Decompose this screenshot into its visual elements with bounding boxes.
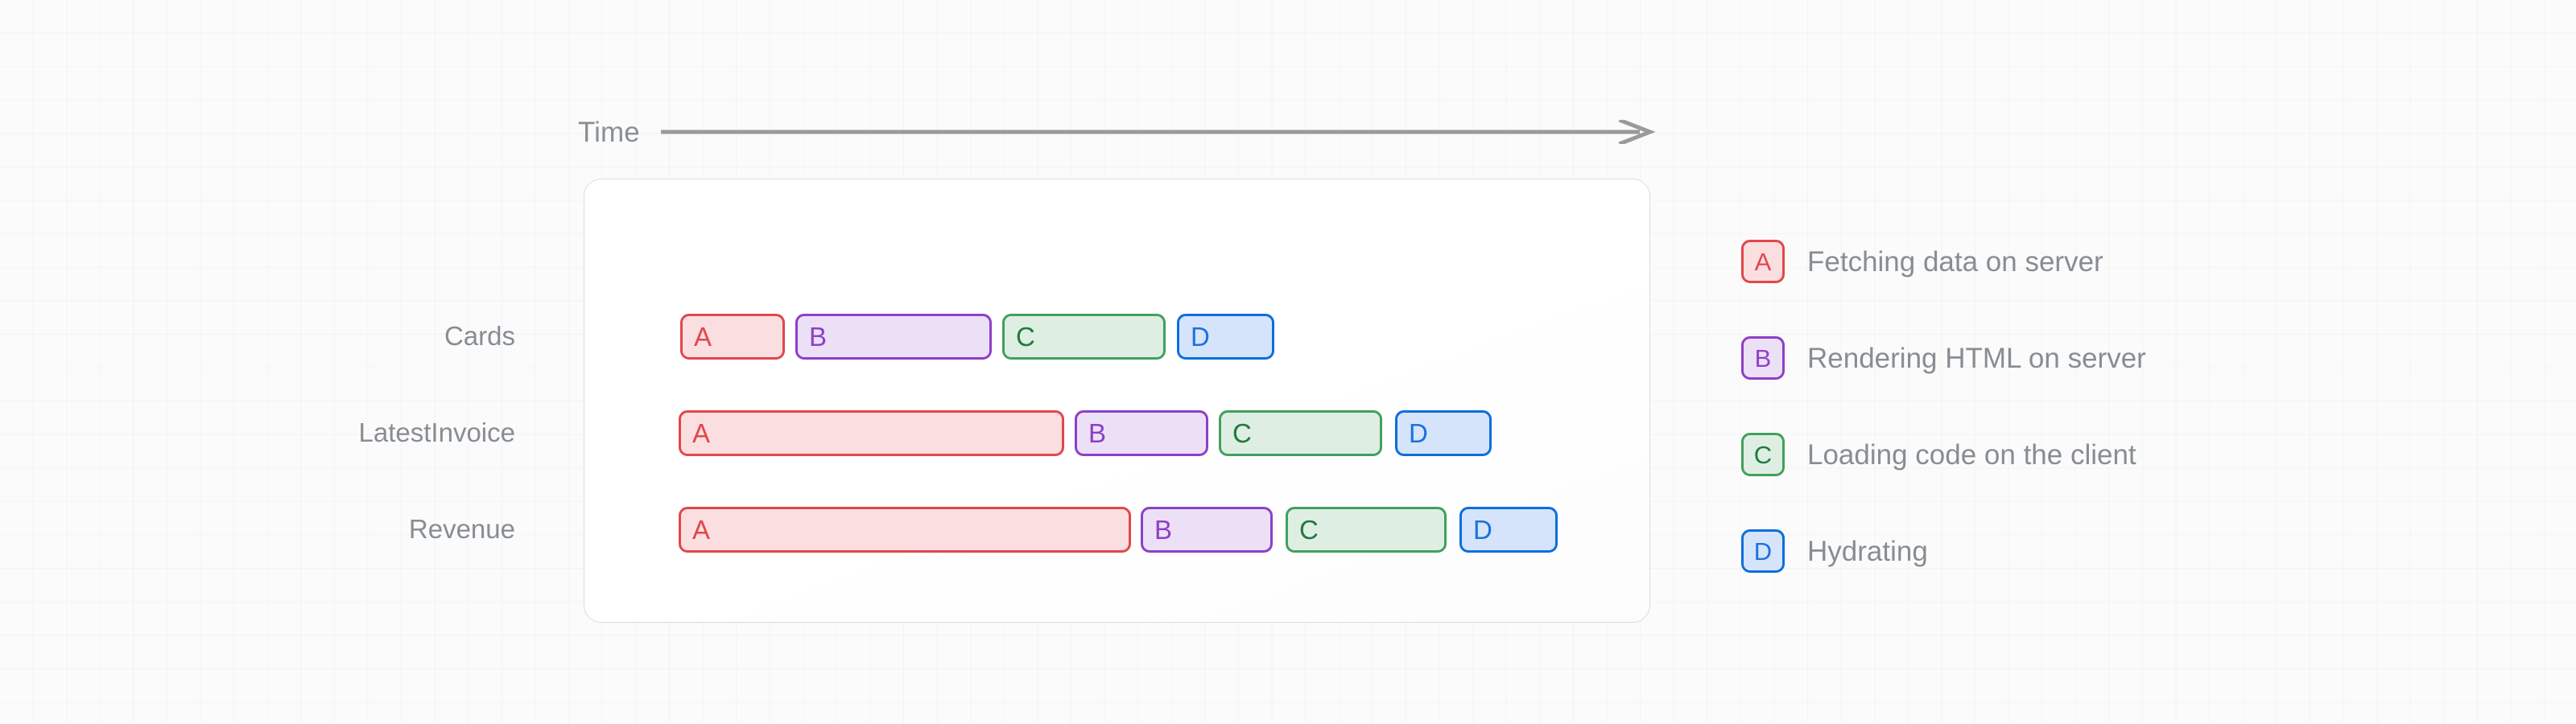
- legend-chip-d-icon: D: [1741, 529, 1785, 573]
- bar-segment-b[interactable]: B: [795, 314, 992, 360]
- timeline-row: Cards A B C D: [0, 304, 2576, 401]
- bar-segment-letter: D: [1191, 322, 1210, 352]
- legend-item-c[interactable]: C Loading code on the client: [1741, 406, 2146, 503]
- bar-segment-a[interactable]: A: [680, 314, 785, 360]
- bar-segment-c[interactable]: C: [1219, 410, 1382, 456]
- arrow-right-icon: [660, 120, 1656, 144]
- legend-chip-a-icon: A: [1741, 240, 1785, 283]
- bar-segment-letter: C: [1016, 322, 1035, 352]
- bar-segment-b[interactable]: B: [1141, 507, 1273, 553]
- legend-chip-letter: C: [1753, 440, 1773, 469]
- bar-segment-c[interactable]: C: [1286, 507, 1447, 553]
- bar-segment-letter: A: [692, 515, 711, 545]
- time-axis-label: Time: [578, 116, 640, 148]
- bar-segment-letter: A: [692, 418, 711, 448]
- row-label-cards: Cards: [444, 321, 515, 351]
- bar-segment-d[interactable]: D: [1395, 410, 1492, 456]
- bar-segment-d[interactable]: D: [1177, 314, 1274, 360]
- bar-segment-letter: D: [1473, 515, 1492, 545]
- bar-segment-letter: A: [694, 322, 712, 352]
- bar-segment-letter: C: [1232, 418, 1252, 448]
- bar-segment-a[interactable]: A: [679, 507, 1131, 553]
- timeline-row: LatestInvoice A B C D: [0, 401, 2576, 497]
- bar-segment-letter: C: [1299, 515, 1319, 545]
- legend-label: Fetching data on server: [1807, 245, 2103, 278]
- bar-segment-letter: B: [809, 322, 828, 352]
- bar-segment-b[interactable]: B: [1075, 410, 1208, 456]
- timeline-row: Revenue A B C D: [0, 497, 2576, 594]
- time-axis: Time: [578, 114, 1657, 150]
- legend-chip-letter: A: [1754, 247, 1772, 276]
- legend-item-d[interactable]: D Hydrating: [1741, 503, 2146, 599]
- bar-segment-a[interactable]: A: [679, 410, 1064, 456]
- row-label-revenue: Revenue: [408, 514, 515, 544]
- legend-chip-letter: B: [1754, 343, 1772, 372]
- legend-label: Rendering HTML on server: [1807, 342, 2146, 374]
- legend-label: Hydrating: [1807, 535, 1928, 567]
- legend-chip-letter: D: [1753, 537, 1773, 566]
- bar-segment-letter: B: [1088, 418, 1107, 448]
- legend-item-b[interactable]: B Rendering HTML on server: [1741, 310, 2146, 406]
- legend-chip-b-icon: B: [1741, 336, 1785, 380]
- bar-segment-letter: D: [1409, 418, 1428, 448]
- legend-chip-c-icon: C: [1741, 433, 1785, 476]
- bar-segment-c[interactable]: C: [1002, 314, 1166, 360]
- bar-segment-d[interactable]: D: [1459, 507, 1558, 553]
- legend-label: Loading code on the client: [1807, 438, 2136, 471]
- bar-segment-letter: B: [1154, 515, 1173, 545]
- row-label-latestinvoice: LatestInvoice: [358, 418, 515, 447]
- legend-item-a[interactable]: A Fetching data on server: [1741, 213, 2146, 310]
